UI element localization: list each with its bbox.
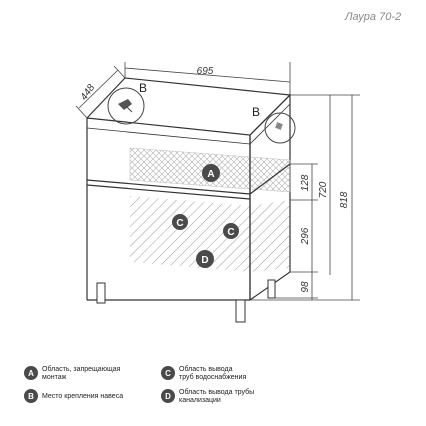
svg-text:A: A bbox=[28, 369, 34, 378]
marker-b-left: B bbox=[139, 81, 147, 95]
cabinet-legs bbox=[96, 279, 276, 323]
svg-text:B: B bbox=[28, 392, 34, 401]
dim-zone-mid: 296 bbox=[300, 227, 311, 245]
svg-text:C: C bbox=[176, 218, 183, 229]
legend-item-a: A Область, запрещающая монтаж bbox=[24, 365, 121, 381]
svg-text:D: D bbox=[201, 255, 208, 266]
dimension-lines bbox=[75, 62, 360, 301]
svg-text:C: C bbox=[227, 227, 234, 238]
legend-item-b: B Место крепления навеса bbox=[24, 389, 123, 403]
dim-width: 695 bbox=[197, 66, 214, 77]
svg-text:монтаж: монтаж bbox=[42, 374, 67, 381]
cabinet-foreground-lines bbox=[249, 135, 291, 300]
svg-text:труб водоснабжения: труб водоснабжения bbox=[179, 373, 246, 381]
svg-text:Место крепления навеса: Место крепления навеса bbox=[42, 393, 123, 400]
svg-text:Область вывода: Область вывода bbox=[179, 365, 233, 373]
badge-d: D bbox=[196, 250, 214, 268]
dim-legs: 98 bbox=[300, 281, 311, 293]
mount-point-right bbox=[264, 112, 296, 144]
legend-item-c: C Область вывода труб водоснабжения bbox=[161, 365, 246, 381]
dim-zone-top: 128 bbox=[300, 174, 311, 191]
marker-b-right: B bbox=[252, 105, 260, 119]
svg-text:Область вывода трубы: Область вывода трубы bbox=[179, 388, 254, 396]
dim-height-total: 818 bbox=[339, 191, 350, 208]
model-title: Лаура 70-2 bbox=[344, 11, 401, 23]
svg-text:Область, запрещающая: Область, запрещающая bbox=[42, 365, 121, 373]
dim-depth: 448 bbox=[79, 82, 98, 102]
svg-text:D: D bbox=[165, 392, 171, 401]
svg-text:A: A bbox=[207, 169, 214, 180]
badge-c-left: C bbox=[172, 214, 188, 230]
dim-height-body: 720 bbox=[318, 181, 329, 198]
svg-text:канализации: канализации bbox=[179, 397, 221, 404]
mount-point-left bbox=[107, 87, 145, 125]
legend: A Область, запрещающая монтаж B Место кр… bbox=[24, 365, 254, 404]
svg-text:C: C bbox=[165, 369, 171, 378]
badge-c-right: C bbox=[223, 223, 239, 239]
badge-a: A bbox=[202, 164, 220, 182]
legend-item-d: D Область вывода трубы канализации bbox=[161, 388, 254, 404]
